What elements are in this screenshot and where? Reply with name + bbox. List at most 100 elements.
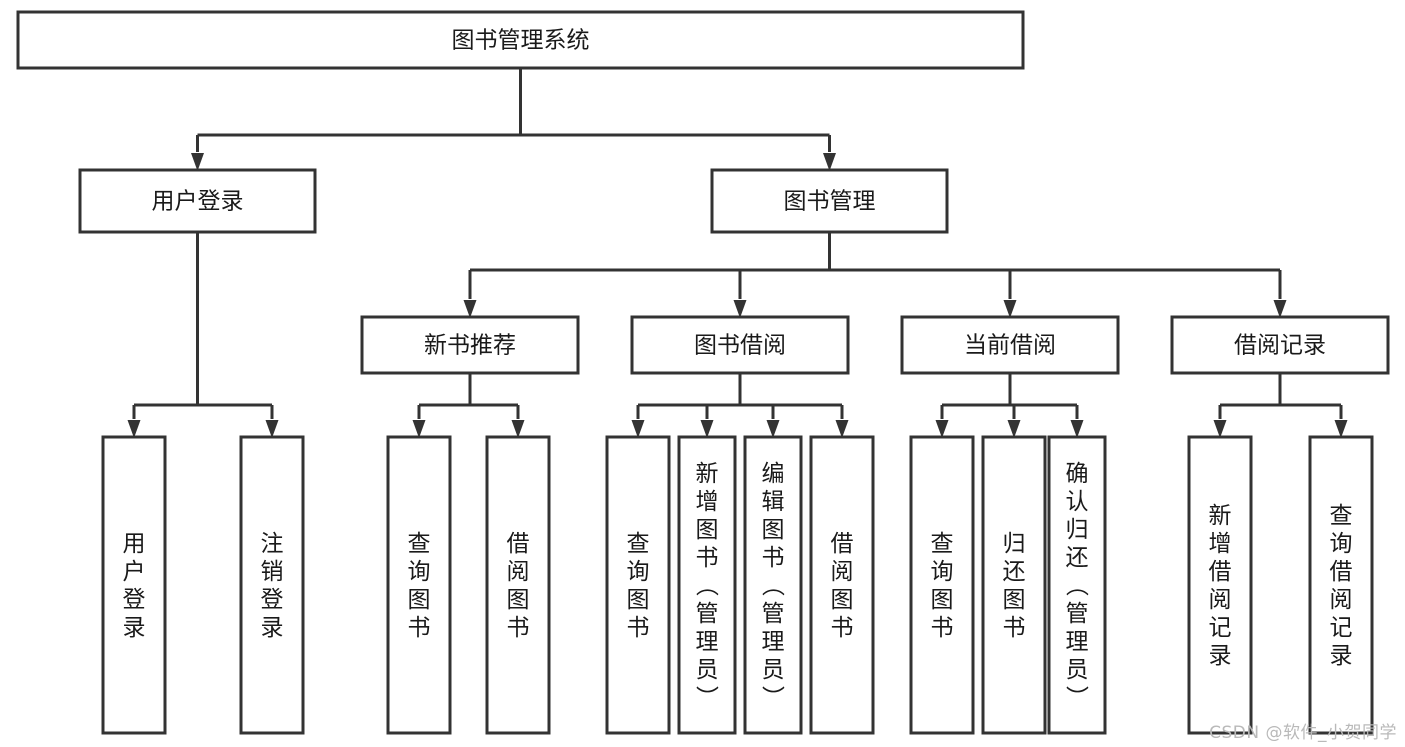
node-label-char: 登 xyxy=(123,587,146,613)
node-label-char: 管 xyxy=(762,601,785,627)
node-label-char: 认 xyxy=(1066,489,1089,515)
node-label-char: 用 xyxy=(123,531,146,557)
node-label: 图书管理 xyxy=(784,189,876,215)
node-label-char: 理 xyxy=(1066,629,1089,655)
node-box xyxy=(710,168,949,234)
node-box xyxy=(809,435,875,735)
node-label-char: 理 xyxy=(762,629,785,655)
node-label-char: 图 xyxy=(931,587,954,613)
arrow-head-icon xyxy=(733,300,747,318)
node-label: 借阅记录 xyxy=(1234,333,1326,359)
node-label-char: 录 xyxy=(261,615,284,641)
node-label-char: 图 xyxy=(627,587,650,613)
arrow-head-icon xyxy=(1007,420,1021,438)
node-box xyxy=(16,10,1025,70)
node-label-char: 书 xyxy=(627,615,650,641)
arrow-head-icon xyxy=(1070,420,1084,438)
node-box xyxy=(101,435,167,735)
node-label-char: ） xyxy=(1063,685,1089,708)
node-label-char: 图 xyxy=(507,587,530,613)
node-box xyxy=(360,315,580,375)
node-label-char: 询 xyxy=(627,559,650,585)
arrow-head-icon xyxy=(511,420,525,438)
node-box xyxy=(78,168,317,234)
node-label-char: 阅 xyxy=(507,559,530,585)
node-label-char: 新 xyxy=(1209,503,1232,529)
node-root[interactable]: 图书管理系统 xyxy=(16,10,1025,70)
node-box xyxy=(1170,315,1390,375)
node-box xyxy=(630,315,850,375)
node-label-char: 书 xyxy=(831,615,854,641)
node-leaf-user-login[interactable]: 用户登录 xyxy=(101,435,167,735)
node-label-char: 书 xyxy=(507,615,530,641)
node-label-char: 书 xyxy=(762,545,785,571)
node-user-login[interactable]: 用户登录 xyxy=(78,168,317,234)
node-label-char: 管 xyxy=(696,601,719,627)
node-label: 新书推荐 xyxy=(424,333,516,359)
node-label-char: 录 xyxy=(1330,643,1353,669)
node-book-manage[interactable]: 图书管理 xyxy=(710,168,949,234)
node-label-char: 询 xyxy=(1330,531,1353,557)
node-label-char: 借 xyxy=(831,531,854,557)
node-box xyxy=(677,435,737,735)
arrow-head-icon xyxy=(700,420,714,438)
node-label-char: 注 xyxy=(261,531,284,557)
node-label-char: 借 xyxy=(1330,559,1353,585)
arrow-head-icon xyxy=(191,153,204,171)
arrow-head-icon xyxy=(463,300,477,318)
node-book-borrow[interactable]: 图书借阅 xyxy=(630,315,850,375)
node-label-char: 查 xyxy=(627,531,650,557)
node-label-char: 书 xyxy=(408,615,431,641)
node-label-char: 书 xyxy=(931,615,954,641)
node-label-char: （ xyxy=(1063,573,1089,596)
node-label: 图书借阅 xyxy=(694,333,786,359)
node-label-char: 增 xyxy=(1209,531,1232,557)
arrow-head-icon xyxy=(935,420,949,438)
node-label-char: 编 xyxy=(762,461,785,487)
arrow-head-icon xyxy=(1273,300,1287,318)
node-label-char: 阅 xyxy=(1209,587,1232,613)
node-box xyxy=(1308,435,1374,735)
node-box xyxy=(386,435,452,735)
node-label-char: 员 xyxy=(1066,657,1089,683)
arrow-head-icon xyxy=(766,420,780,438)
node-label-char: 图 xyxy=(762,517,785,543)
node-label-char: 图 xyxy=(1003,587,1026,613)
nodes-layer: 图书管理系统用户登录图书管理新书推荐图书借阅当前借阅借阅记录用户登录注销登录查询… xyxy=(16,10,1390,735)
node-label-char: （ xyxy=(693,573,719,596)
node-label-char: 查 xyxy=(408,531,431,557)
node-label-char: 员 xyxy=(762,657,785,683)
node-borrow-record[interactable]: 借阅记录 xyxy=(1170,315,1390,375)
node-label-char: 借 xyxy=(507,531,530,557)
arrow-head-icon xyxy=(265,420,279,438)
node-label-char: 录 xyxy=(1209,643,1232,669)
node-label-char: ） xyxy=(693,685,719,708)
arrow-head-icon xyxy=(127,420,141,438)
node-label-char: 登 xyxy=(261,587,284,613)
node-box xyxy=(605,435,671,735)
node-label-char: 询 xyxy=(931,559,954,585)
node-label: 图书管理系统 xyxy=(452,28,590,54)
node-label-char: 录 xyxy=(123,615,146,641)
node-new-book-recommend[interactable]: 新书推荐 xyxy=(360,315,580,375)
node-label-char: 书 xyxy=(1003,615,1026,641)
node-box xyxy=(909,435,975,735)
node-label-char: 查 xyxy=(931,531,954,557)
node-label: 当前借阅 xyxy=(964,333,1056,359)
node-box xyxy=(1187,435,1253,735)
arrow-head-icon xyxy=(1334,420,1348,438)
node-current-borrow[interactable]: 当前借阅 xyxy=(900,315,1120,375)
